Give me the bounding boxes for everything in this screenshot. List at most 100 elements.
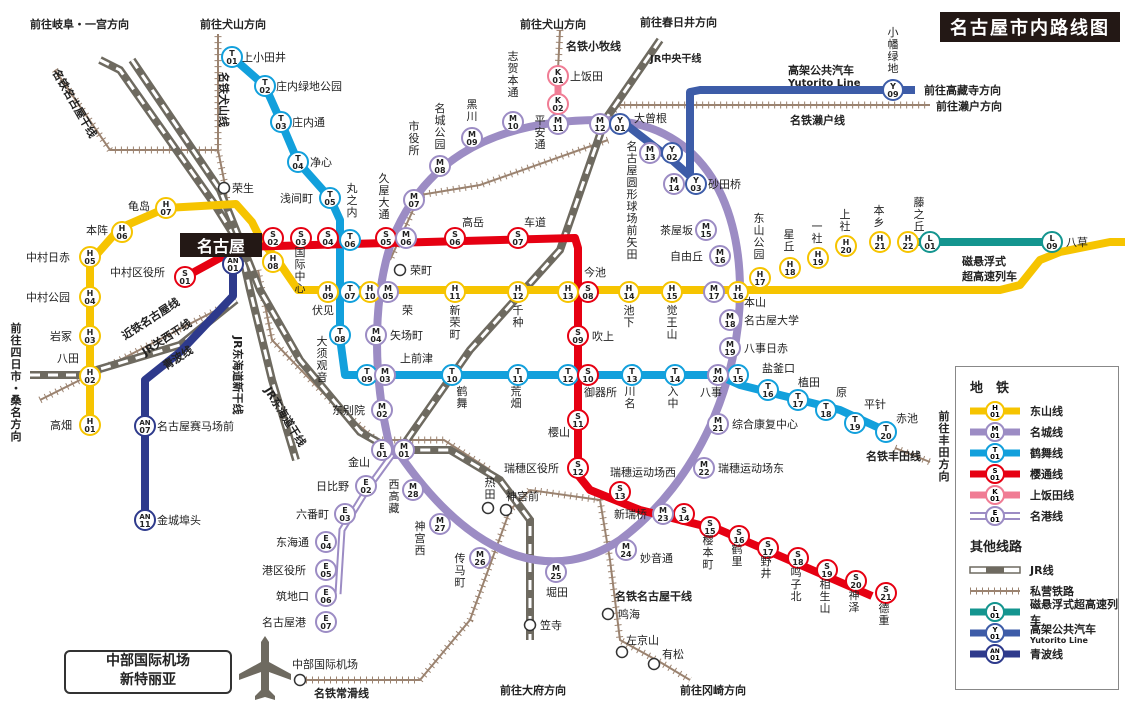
- station-plain[interactable]: [523, 618, 537, 632]
- station-s13[interactable]: S13: [609, 481, 631, 503]
- station-m12[interactable]: M12: [589, 113, 611, 135]
- station-s08[interactable]: S08: [577, 281, 599, 303]
- station-s16[interactable]: S16: [728, 525, 750, 547]
- station-t17[interactable]: T17: [787, 389, 809, 411]
- station-m27[interactable]: M27: [429, 513, 451, 535]
- station-m24[interactable]: M24: [615, 539, 637, 561]
- station-e06[interactable]: E06: [315, 585, 337, 607]
- station-h17[interactable]: H17: [749, 267, 771, 289]
- station-plain[interactable]: [393, 263, 407, 277]
- station-t03[interactable]: T03: [270, 111, 292, 133]
- station-s04[interactable]: S04: [317, 227, 339, 249]
- station-m25[interactable]: M25: [545, 561, 567, 583]
- station-t02[interactable]: T02: [254, 75, 276, 97]
- station-plain[interactable]: [647, 657, 661, 671]
- station-s11[interactable]: S11: [567, 409, 589, 431]
- station-plain[interactable]: [601, 607, 615, 621]
- station-t14[interactable]: T14: [664, 364, 686, 386]
- station-m05[interactable]: M05: [377, 281, 399, 303]
- station-t04[interactable]: T04: [287, 151, 309, 173]
- station-e02[interactable]: E02: [355, 475, 377, 497]
- station-s06[interactable]: S06: [444, 227, 466, 249]
- station-s19[interactable]: S19: [816, 559, 838, 581]
- station-m04[interactable]: M04: [365, 324, 387, 346]
- station-h18[interactable]: H18: [779, 257, 801, 279]
- station-m11[interactable]: M11: [547, 113, 569, 135]
- station-h13[interactable]: H13: [557, 281, 579, 303]
- station-m09[interactable]: M09: [461, 127, 483, 149]
- station-s03[interactable]: S03: [290, 227, 312, 249]
- station-t16[interactable]: T16: [757, 379, 779, 401]
- nagoya-station-label[interactable]: 名古屋: [180, 233, 262, 257]
- station-s10[interactable]: S10: [577, 364, 599, 386]
- station-h06[interactable]: H06: [111, 221, 133, 243]
- station-e07[interactable]: E07: [315, 611, 337, 633]
- station-m10[interactable]: M10: [502, 111, 524, 133]
- station-m21[interactable]: M21: [707, 413, 729, 435]
- station-e03[interactable]: E03: [334, 503, 356, 525]
- station-m20[interactable]: M20: [707, 364, 729, 386]
- station-t19[interactable]: T19: [844, 412, 866, 434]
- station-s15[interactable]: S15: [699, 516, 721, 538]
- station-m06[interactable]: M06: [395, 227, 417, 249]
- station-s09[interactable]: S09: [567, 325, 589, 347]
- station-h21[interactable]: H21: [869, 231, 891, 253]
- station-t15[interactable]: T15: [727, 364, 749, 386]
- station-plain[interactable]: [481, 501, 495, 515]
- station-h04[interactable]: H04: [79, 286, 101, 308]
- station-h11[interactable]: H11: [444, 281, 466, 303]
- station-m08[interactable]: M08: [429, 155, 451, 177]
- station-h05[interactable]: H05: [79, 246, 101, 268]
- station-m03[interactable]: M03: [374, 364, 396, 386]
- station-m23[interactable]: M23: [652, 503, 674, 525]
- station-plain[interactable]: [217, 181, 231, 195]
- station-s07[interactable]: S07: [507, 227, 529, 249]
- station-l01[interactable]: L01: [919, 231, 941, 253]
- station-s21[interactable]: S21: [875, 582, 897, 604]
- station-t11[interactable]: T11: [507, 364, 529, 386]
- station-h20[interactable]: H20: [835, 235, 857, 257]
- station-y09[interactable]: Y09: [882, 79, 904, 101]
- station-m22[interactable]: M22: [693, 457, 715, 479]
- station-k01[interactable]: K01: [547, 65, 569, 87]
- station-h15[interactable]: H15: [661, 281, 683, 303]
- station-s01[interactable]: S01: [174, 266, 196, 288]
- station-t07[interactable]: T07: [339, 281, 361, 303]
- station-y03[interactable]: Y03: [685, 173, 707, 195]
- station-s12[interactable]: S12: [567, 457, 589, 479]
- station-m18[interactable]: M18: [719, 309, 741, 331]
- station-m02[interactable]: M02: [371, 399, 393, 421]
- station-m01[interactable]: M01: [393, 439, 415, 461]
- station-s17[interactable]: S17: [757, 537, 779, 559]
- station-plain[interactable]: [615, 645, 629, 659]
- station-s20[interactable]: S20: [845, 570, 867, 592]
- station-l09[interactable]: L09: [1041, 231, 1063, 253]
- station-m15[interactable]: M15: [695, 219, 717, 241]
- station-t10[interactable]: T10: [441, 364, 463, 386]
- station-h16[interactable]: H16: [727, 281, 749, 303]
- station-e01[interactable]: E01: [371, 439, 393, 461]
- station-s18[interactable]: S18: [787, 547, 809, 569]
- station-m16[interactable]: M16: [709, 245, 731, 267]
- station-h12[interactable]: H12: [507, 281, 529, 303]
- station-s14[interactable]: S14: [673, 503, 695, 525]
- station-t06[interactable]: T06: [339, 229, 361, 251]
- station-m26[interactable]: M26: [469, 547, 491, 569]
- station-m17[interactable]: M17: [703, 281, 725, 303]
- station-s05[interactable]: S05: [375, 227, 397, 249]
- station-y02[interactable]: Y02: [661, 142, 683, 164]
- station-t13[interactable]: T13: [621, 364, 643, 386]
- station-h01[interactable]: H01: [79, 414, 101, 436]
- station-plain[interactable]: [499, 503, 513, 517]
- station-h14[interactable]: H14: [618, 281, 640, 303]
- station-t18[interactable]: T18: [815, 399, 837, 421]
- station-y01[interactable]: Y01: [609, 113, 631, 135]
- station-plain[interactable]: [293, 673, 307, 687]
- station-t12[interactable]: T12: [557, 364, 579, 386]
- station-h19[interactable]: H19: [807, 247, 829, 269]
- station-h02[interactable]: H02: [79, 365, 101, 387]
- station-e04[interactable]: E04: [315, 531, 337, 553]
- station-t08[interactable]: T08: [329, 324, 351, 346]
